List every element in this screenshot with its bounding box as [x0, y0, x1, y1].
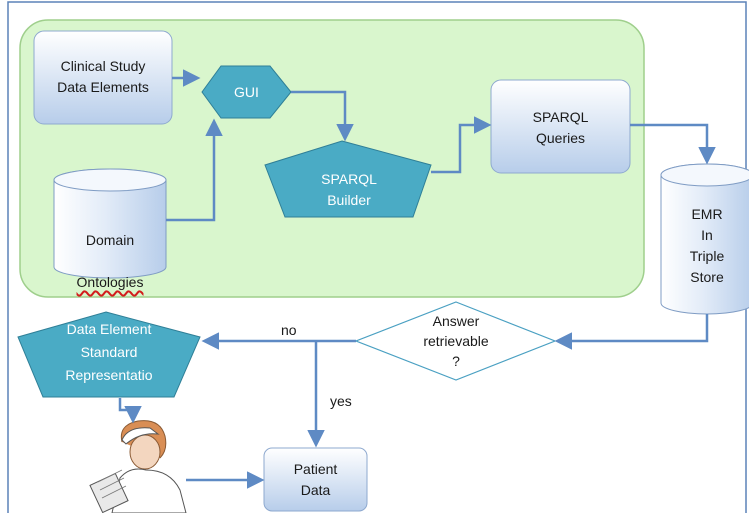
emr-triple-store-label: EMR In Triple Store — [689, 206, 725, 285]
clinical-study-label: Clinical Study Data Elements — [57, 58, 149, 95]
domain-ontologies-label: Domain Ontologies — [54, 209, 166, 293]
arrow-standard-to-clinician — [118, 398, 142, 424]
patient-data-label: Patient Data — [293, 461, 338, 498]
answer-retrievable-label: Answer retrievable ? — [423, 313, 489, 369]
domain-ontologies-label-line1: Domain — [85, 232, 135, 248]
sparql-builder-shape — [264, 140, 432, 218]
arrow-gui-to-builder — [291, 90, 354, 142]
arrow-ontologies-to-gui — [166, 118, 223, 222]
domain-ontologies-label-line2: Ontologies — [76, 274, 144, 290]
arrow-queries-to-emr — [630, 123, 716, 165]
clinician-illustration — [89, 420, 187, 513]
domain-ontologies-cylinder — [53, 168, 167, 279]
edge-label-no: no — [281, 322, 297, 338]
data-element-standard-label: Data Element Standard Representatio — [65, 321, 153, 383]
arrow-builder-to-queries — [431, 116, 492, 174]
emr-triple-store-cylinder — [660, 163, 749, 315]
sparql-builder-label: SPARQL Builder — [321, 171, 377, 208]
sparql-queries-label: SPARQL Queries — [532, 109, 589, 146]
arrow-emr-to-answer — [554, 314, 709, 350]
data-element-standard-shape — [17, 311, 201, 398]
edge-label-yes: yes — [330, 393, 352, 409]
answer-retrievable-diamond — [354, 301, 557, 381]
gui-label: GUI — [234, 84, 259, 100]
